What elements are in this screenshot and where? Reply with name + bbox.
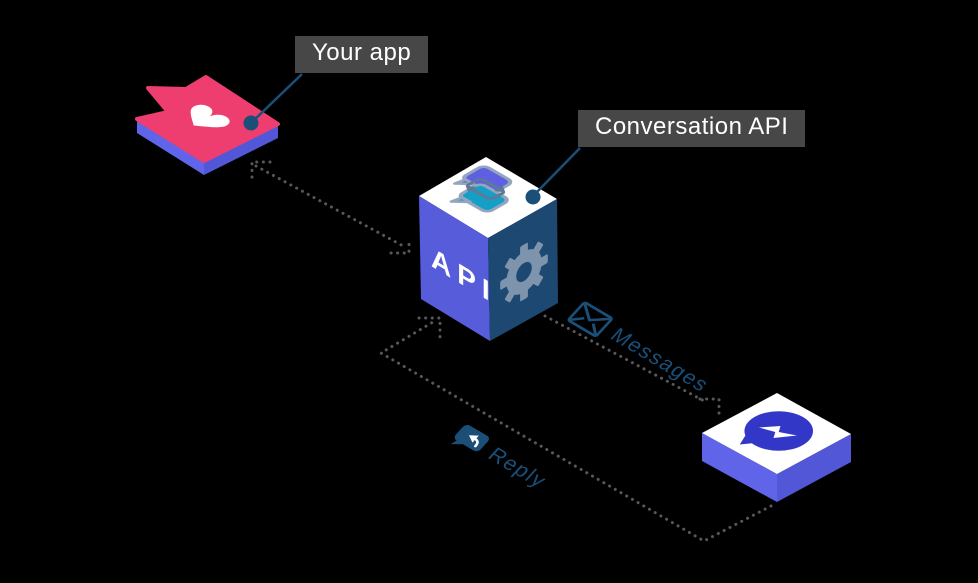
conversation-api-cube: API [419,157,558,341]
reply-bubble-icon [450,424,489,452]
connector-app-to-api [254,164,407,249]
your-app-callout-text: Your app [312,39,412,66]
your-app-callout: Your app [295,36,429,74]
sync-arrows-icon [465,178,506,200]
gear-icon [500,241,548,303]
your-app-tile [135,75,280,175]
messenger-tile [702,393,851,502]
your-app-leader-line [251,73,303,123]
conv-api-leader-line [533,147,581,196]
connector-app-to-api-end-arrow [389,236,411,255]
app-tile-side-right [204,124,278,175]
reply-flow-label: Reply [447,422,553,494]
callout-leaders [243,73,581,205]
connector-reply-end-arrow [417,316,442,339]
conversation-api-callout: Conversation API [578,110,806,148]
messenger-logo-icon [739,411,814,451]
chat-sync-icon [449,165,513,213]
connector-app-to-api-start-arrow [250,160,272,180]
gear-hole [516,261,532,283]
connector-messages-end-arrow [698,397,721,419]
connector-messages [543,314,708,404]
dotted-connectors [250,160,773,543]
conv-api-leader-dot [525,189,541,205]
messenger-tile-side-right [777,434,851,502]
cube-left-face [419,196,490,341]
heart-icon [190,104,230,128]
messenger-bolt [758,426,797,438]
messenger-tile-side-left [702,433,777,502]
conversation-api-callout-text: Conversation API [595,113,789,140]
app-tile-side-left [137,119,204,175]
your-app-leader-dot [243,115,259,131]
envelope-icon [567,301,613,337]
messages-flow-label: Messages [565,300,715,398]
